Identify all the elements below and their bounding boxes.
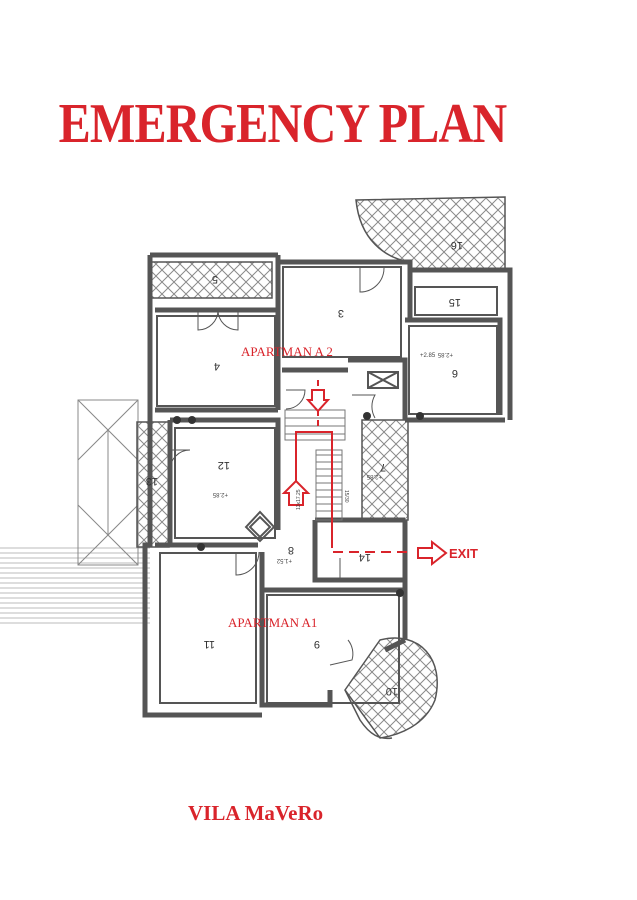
terrace-deck xyxy=(0,547,150,624)
thin-walls xyxy=(156,266,498,704)
door-swings xyxy=(169,267,385,666)
roof-outline xyxy=(77,399,139,566)
room-number: 10 xyxy=(386,685,398,697)
elevation-mark: +2.85 xyxy=(212,491,228,497)
room-number: 3 xyxy=(338,307,344,319)
room-number: 7 xyxy=(380,461,386,473)
room-labels: 16 5 3 15 4 6 12 13 7 8 14 11 9 10 xyxy=(146,239,463,697)
footer-title: VILA MaVeRo xyxy=(188,801,324,825)
emergency-light-icon xyxy=(173,412,424,597)
escape-arrow-icon xyxy=(281,389,331,506)
room-number: 15 xyxy=(449,296,461,308)
stairs xyxy=(284,409,346,521)
walls xyxy=(142,252,513,718)
room-number: 4 xyxy=(214,360,220,372)
elevation-mark: +2.85 xyxy=(366,473,382,479)
exit-arrow-icon xyxy=(417,539,448,567)
stair-mark: 15/30 xyxy=(343,490,349,503)
exit-label: EXIT xyxy=(449,546,478,561)
apartment-label-a2: APARTMAN A 2 xyxy=(241,344,333,359)
room-number: 6 xyxy=(452,367,458,379)
elevation-mark: +2.85 xyxy=(437,351,453,357)
red-labels: APARTMAN A 2 APARTMAN A1 EXIT xyxy=(228,344,478,630)
page-title: EMERGENCY PLAN xyxy=(58,93,508,155)
room-number: 11 xyxy=(204,638,215,650)
room-number: 9 xyxy=(314,638,320,650)
apartment-label-a1: APARTMAN A1 xyxy=(228,615,317,630)
balconies xyxy=(136,196,506,740)
room-number: 14 xyxy=(359,551,371,563)
room-number: 5 xyxy=(212,273,218,285)
elevation-mark: +1.52 xyxy=(276,557,292,563)
room-number: 8 xyxy=(288,544,294,556)
room-number: 16 xyxy=(451,239,463,251)
room-number: 12 xyxy=(218,459,230,471)
stair-mark: 13x17.25 xyxy=(296,489,302,510)
elevation-marks: +2.85 +2.85 +2.85 +2.85 +1.52 13x17.25 1… xyxy=(212,351,453,563)
room-number: 13 xyxy=(146,475,158,487)
elevation-mark: +2.85 xyxy=(420,353,436,359)
